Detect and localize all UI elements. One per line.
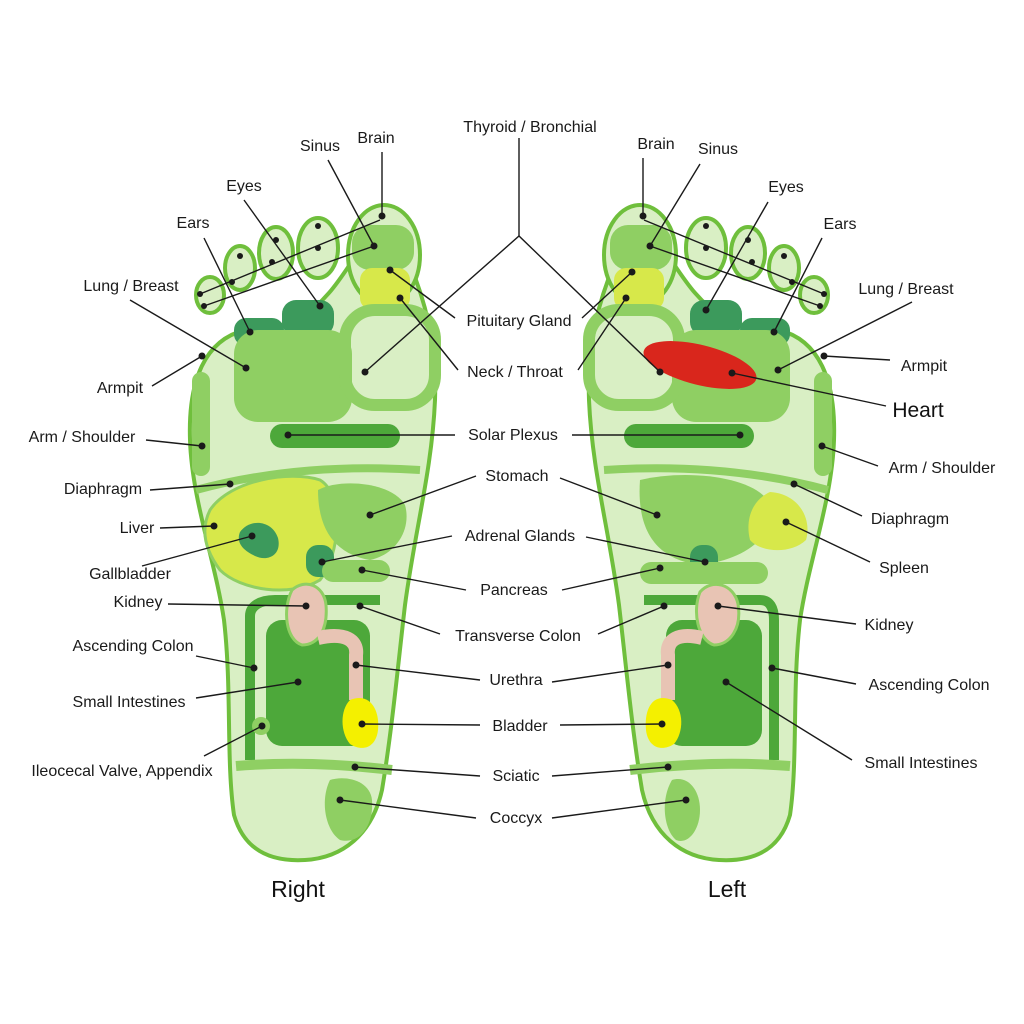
label-left-diaphragm: Diaphragm bbox=[871, 511, 949, 528]
right-zone-solar-plexus bbox=[270, 424, 400, 448]
label-left-arm: Arm / Shoulder bbox=[889, 460, 996, 477]
right-zone-diaphragm bbox=[194, 464, 421, 494]
label-left-lung: Lung / Breast bbox=[858, 281, 954, 298]
label-transverse-colon: Transverse Colon bbox=[455, 628, 581, 645]
label-left-ears: Ears bbox=[824, 216, 857, 233]
label-right-ears: Ears bbox=[177, 215, 210, 232]
left-zone-kidney bbox=[695, 582, 741, 647]
left-zone-big-toe-upper bbox=[610, 225, 672, 270]
right-zone-stomach bbox=[318, 483, 407, 560]
label-right-kidney: Kidney bbox=[114, 594, 163, 611]
label-bladder: Bladder bbox=[492, 718, 548, 735]
label-coccyx: Coccyx bbox=[490, 810, 542, 827]
right-zone-neck bbox=[360, 268, 410, 310]
label-right-small-int: Small Intestines bbox=[73, 694, 186, 711]
label-left-ascending: Ascending Colon bbox=[869, 677, 990, 694]
right-zone-coccyx bbox=[324, 778, 373, 841]
label-left-armpit: Armpit bbox=[901, 358, 948, 375]
label-right-sinus: Sinus bbox=[300, 138, 340, 155]
label-left-brain: Brain bbox=[637, 136, 674, 153]
label-right-diaphragm: Diaphragm bbox=[64, 481, 142, 498]
right-zone-lung bbox=[234, 330, 352, 422]
label-left-heart: Heart bbox=[892, 399, 944, 422]
label-right-armpit: Armpit bbox=[97, 380, 144, 397]
right-toe-fourth bbox=[223, 244, 257, 292]
left-zone-diaphragm bbox=[603, 464, 830, 494]
label-left-spleen: Spleen bbox=[879, 560, 929, 577]
label-right-arm: Arm / Shoulder bbox=[29, 429, 136, 446]
label-pancreas: Pancreas bbox=[480, 582, 548, 599]
right-zone-thyroid bbox=[339, 304, 441, 411]
label-solar-plexus: Solar Plexus bbox=[468, 427, 558, 444]
label-right-liver: Liver bbox=[120, 520, 155, 537]
label-right-eyes: Eyes bbox=[226, 178, 262, 195]
right-zone-big-toe-upper bbox=[352, 225, 414, 270]
label-pituitary: Pituitary Gland bbox=[467, 313, 572, 330]
right-toe-third bbox=[257, 225, 295, 281]
label-right-ascending: Ascending Colon bbox=[73, 638, 194, 655]
right-zone-urethra bbox=[316, 629, 364, 700]
label-left-eyes: Eyes bbox=[768, 179, 804, 196]
left-zone-stomach bbox=[639, 474, 771, 565]
label-right-ileocecal: Ileocecal Valve, Appendix bbox=[31, 763, 212, 780]
left-zone-solar-plexus bbox=[624, 424, 754, 448]
left-foot-title: Left bbox=[708, 876, 747, 902]
left-zone-heart bbox=[643, 341, 757, 389]
right-zone-transverse-colon bbox=[245, 595, 380, 760]
label-thyroid: Thyroid / Bronchial bbox=[463, 119, 596, 136]
center-labels: Thyroid / Bronchial Pituitary Gland Neck… bbox=[284, 119, 744, 827]
left-zone-spleen bbox=[748, 492, 808, 551]
label-urethra: Urethra bbox=[489, 672, 542, 689]
right-zone-arm bbox=[192, 372, 210, 476]
right-foot: Right bbox=[187, 203, 441, 902]
label-stomach: Stomach bbox=[485, 468, 548, 485]
label-left-kidney: Kidney bbox=[865, 617, 914, 634]
right-zone-gallbladder bbox=[238, 522, 279, 559]
left-zone-small-int bbox=[666, 620, 762, 746]
left-zone-colon bbox=[644, 595, 779, 760]
right-foot-labels: Sinus Brain Eyes Ears Lung / Breast Armp… bbox=[29, 130, 395, 780]
right-zone-pancreas bbox=[322, 560, 390, 582]
left-zone-arm bbox=[814, 372, 832, 476]
left-zone-pancreas bbox=[640, 562, 768, 584]
label-sciatic: Sciatic bbox=[492, 768, 539, 785]
label-left-small-int: Small Intestines bbox=[865, 755, 978, 772]
left-toe-third bbox=[729, 225, 767, 281]
label-left-sinus: Sinus bbox=[698, 141, 738, 158]
right-foot-title: Right bbox=[271, 876, 325, 902]
left-zone-urethra bbox=[660, 629, 704, 700]
label-adrenal: Adrenal Glands bbox=[465, 528, 575, 545]
left-zone-coccyx bbox=[664, 779, 700, 841]
left-toe-fourth bbox=[767, 244, 801, 292]
left-foot: Left bbox=[583, 203, 837, 902]
left-foot-labels: Brain Sinus Eyes Ears Lung / Breast Armp… bbox=[637, 136, 996, 772]
label-right-lung: Lung / Breast bbox=[83, 278, 179, 295]
label-right-gallbladder: Gallbladder bbox=[89, 566, 172, 583]
label-right-brain: Brain bbox=[357, 130, 394, 147]
label-neck-throat: Neck / Throat bbox=[467, 364, 563, 381]
